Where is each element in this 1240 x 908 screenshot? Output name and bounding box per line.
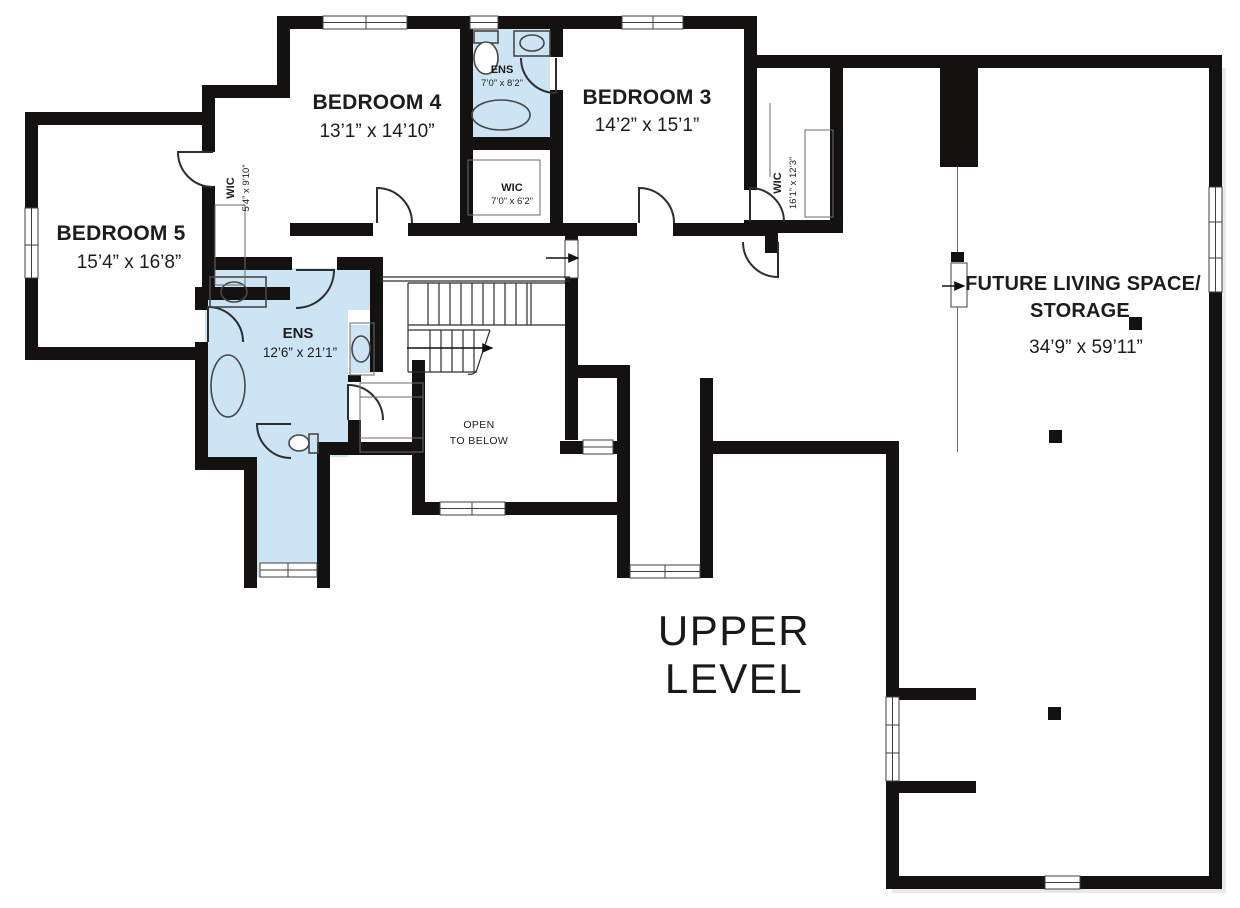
window-icon (885, 696, 900, 782)
shelf-icon (804, 129, 834, 218)
post-icon (1049, 430, 1062, 443)
posts (1048, 317, 1142, 720)
door-jambs (546, 167, 968, 452)
room-label-wic-bedroom3: WIC (772, 172, 784, 193)
window-icon (322, 15, 408, 30)
labels: BEDROOM 5 15’4” x 16’8” BEDROOM 4 13’1” … (57, 64, 1201, 702)
room-label-bedroom4: BEDROOM 4 (313, 91, 442, 114)
floor-title: LEVEL (665, 655, 803, 702)
stairs (380, 276, 570, 375)
room-dims-bedroom5: 15’4” x 16’8” (77, 252, 182, 273)
shadow-right (1222, 68, 1226, 889)
room-dims-bedroom3: 14’2” x 15’1” (595, 115, 700, 136)
door-arc-wic-bedroom3 (749, 186, 785, 223)
door-arc-ensuite-hall (295, 269, 336, 309)
shadow-bottom (892, 889, 1226, 893)
fixtures (209, 30, 834, 454)
room-label-future-space: FUTURE LIVING SPACE/ (965, 273, 1201, 295)
bathtub-icon (471, 99, 531, 131)
toilet-icon (288, 434, 310, 452)
room-dims-wic-bedroom3: 16’1” x 12’3” (788, 157, 799, 209)
shelf-icon (467, 159, 541, 216)
post-icon (1048, 707, 1061, 720)
room-dims-wic-bedroom5: 5’4” x 9’10” (241, 165, 252, 212)
door-arc-closet (347, 383, 384, 421)
room-label-bedroom3: BEDROOM 3 (583, 86, 712, 109)
room-dims-ensuite-upper: 7’0” x 8’2” (481, 78, 523, 89)
window-icon (1208, 186, 1223, 293)
room-dims-bedroom4: 13’1” x 14’10” (319, 121, 434, 142)
room-label-wic-bedroom4: WIC (501, 182, 522, 194)
room-label-wic-bedroom5: WIC (225, 177, 237, 198)
room-label-ensuite-master: ENS (283, 325, 314, 342)
window-icon (24, 207, 39, 279)
post-icon (1129, 317, 1142, 330)
vanity-counter-icon (513, 30, 551, 57)
pillar (940, 55, 978, 167)
vanity-counter-icon (209, 276, 267, 308)
open-to-below-label: TO BELOW (450, 435, 508, 447)
window-icon (621, 15, 684, 30)
room-label-ensuite-upper: ENS (491, 64, 514, 76)
window-icon (259, 562, 318, 578)
toilet-icon (473, 41, 499, 75)
floor-title: UPPER (658, 607, 810, 654)
door-arc-bedroom3 (638, 186, 675, 224)
door-jamb-icon (564, 239, 579, 279)
room-dims-future-space: 34’9” x 59’11” (1029, 337, 1143, 358)
open-to-below-label: OPEN (463, 419, 494, 431)
shelf-icon (214, 204, 246, 286)
bathtub-icon (210, 354, 246, 418)
room-dims-wic-bedroom4: 7’0” x 6’2” (491, 196, 533, 207)
window-icon (582, 439, 614, 455)
window-icon (469, 15, 499, 30)
door-arc-wic-bedroom5 (176, 151, 214, 188)
door-arc-water-closet (255, 423, 292, 459)
window-icon (439, 501, 506, 516)
window-icon (1044, 875, 1081, 890)
windows (24, 15, 1223, 890)
door-arc-hall-east (742, 241, 779, 279)
sink-icon (519, 34, 545, 52)
window-icon (629, 564, 701, 579)
room-label-bedroom5: BEDROOM 5 (57, 222, 186, 245)
room-label-future-space: STORAGE (1030, 300, 1130, 322)
room-dims-ensuite-master: 12’6” x 21’1” (263, 345, 337, 360)
door-arc-ensuite-upper (520, 57, 557, 95)
sink-icon (220, 281, 248, 303)
walls (25, 16, 1222, 889)
door-arc-bedroom4 (376, 186, 413, 224)
sink-niche (349, 322, 375, 376)
sink-icon (351, 335, 371, 363)
shelf-icon (359, 382, 424, 453)
